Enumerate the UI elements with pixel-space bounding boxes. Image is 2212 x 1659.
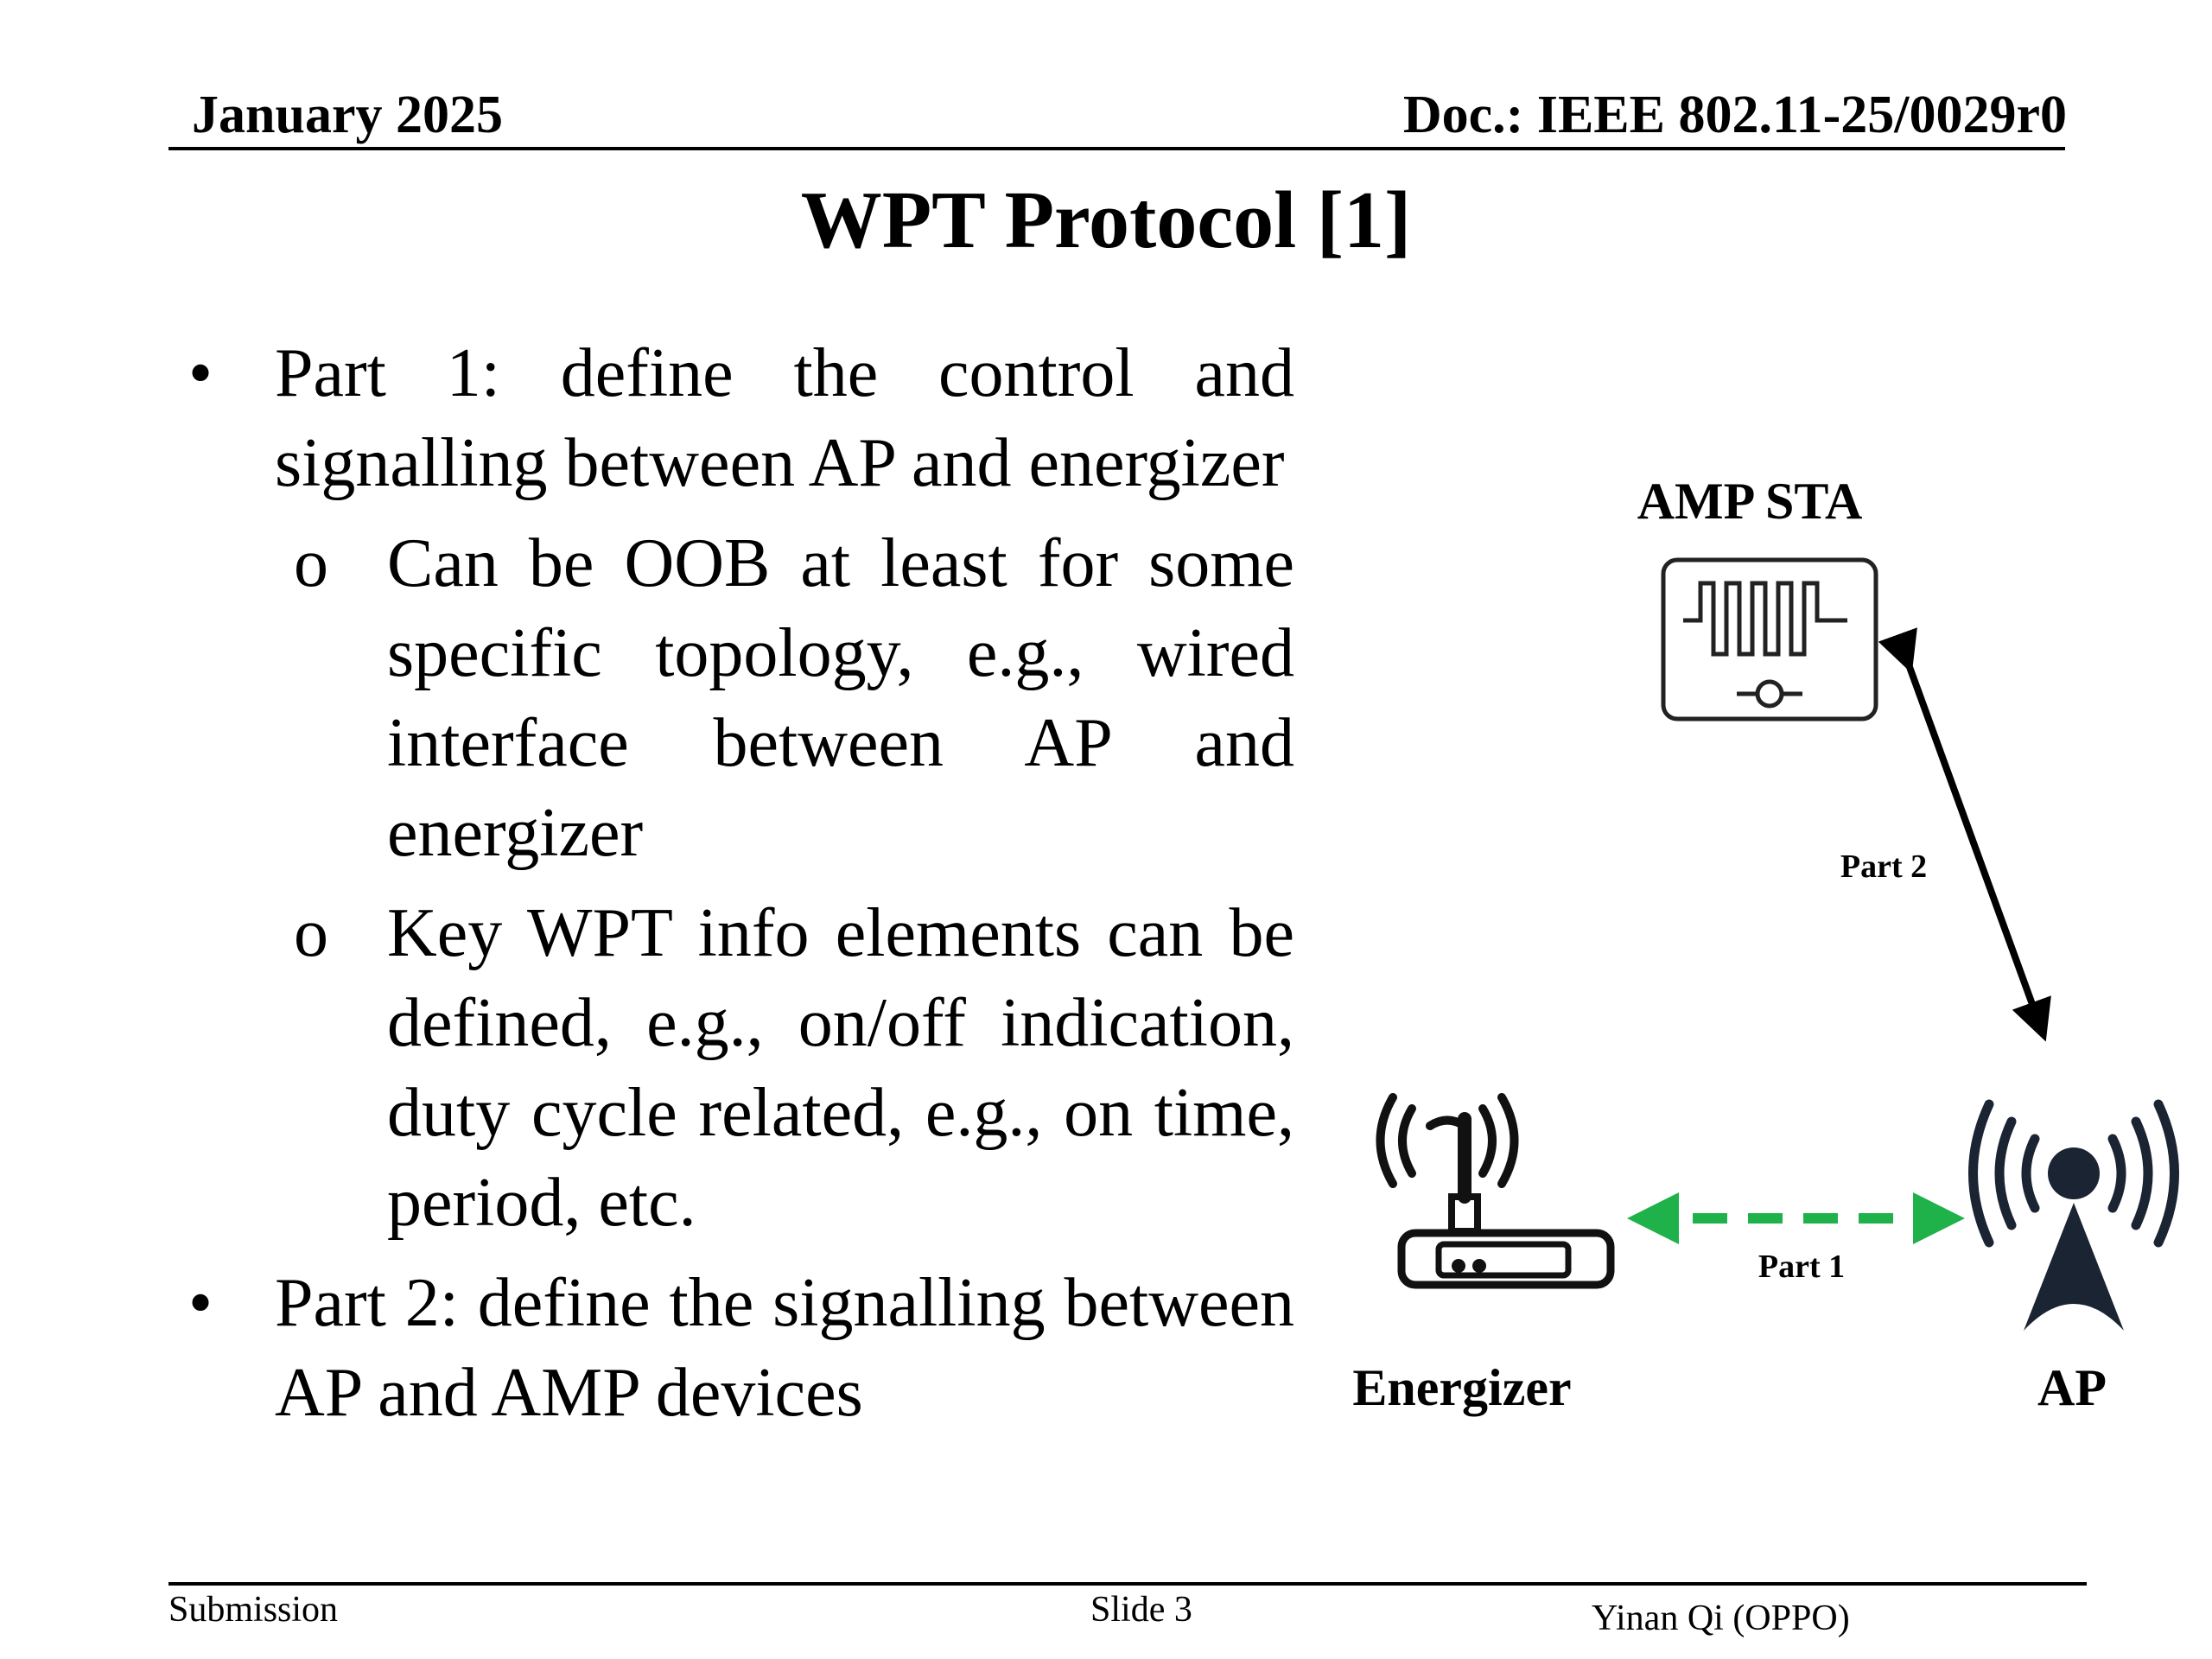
waveform-device-icon [1661, 557, 1878, 721]
part2-arrow [1878, 627, 2051, 1042]
sub-bullet-marker: o [294, 525, 328, 601]
header-date: January 2025 [192, 86, 503, 144]
sub-bullet-marker: o [294, 895, 328, 971]
footer-slide-number: Slide 3 [1090, 1590, 1192, 1630]
header-divider [168, 147, 2065, 150]
bullet-text: Part 1: define the control and signallin… [275, 335, 1294, 501]
sub-bullet-oob: o Can be OOB at least for some specific … [294, 518, 1294, 878]
bullet-part1: • Part 1: define the control and signall… [188, 328, 1294, 508]
sub-bullet-info-elements: o Key WPT info elements can be defined, … [294, 888, 1294, 1248]
antenna-tower-icon [1968, 1099, 2179, 1331]
header-doc-id: Doc.: IEEE 802.11-25/0029r0 [1402, 86, 2067, 144]
bullet-marker: • [188, 335, 213, 411]
footer-divider [168, 1582, 2087, 1586]
ap-label: AP [2037, 1359, 2107, 1416]
footer-submission: Submission [168, 1590, 339, 1630]
bullet-text: Part 2: define the signalling between AP… [275, 1265, 1294, 1431]
sub-bullet-text: Key WPT info elements can be defined, e.… [387, 895, 1294, 1241]
footer-author: Yinan Qi (OPPO) [1592, 1599, 1850, 1638]
amp-sta-label: AMP STA [1637, 473, 1863, 530]
part1-label: Part 1 [1758, 1249, 1845, 1285]
part2-label: Part 2 [1840, 849, 1927, 885]
router-icon [1376, 1093, 1615, 1289]
bullet-part2: • Part 2: define the signalling between … [188, 1258, 1294, 1438]
energizer-label: Energizer [1352, 1359, 1571, 1416]
slide-body: • Part 1: define the control and signall… [188, 328, 1294, 1438]
bullet-marker: • [188, 1265, 213, 1341]
slide-title: WPT Protocol [1] [800, 175, 1412, 265]
sub-bullet-text: Can be OOB at least for some specific to… [387, 525, 1294, 871]
